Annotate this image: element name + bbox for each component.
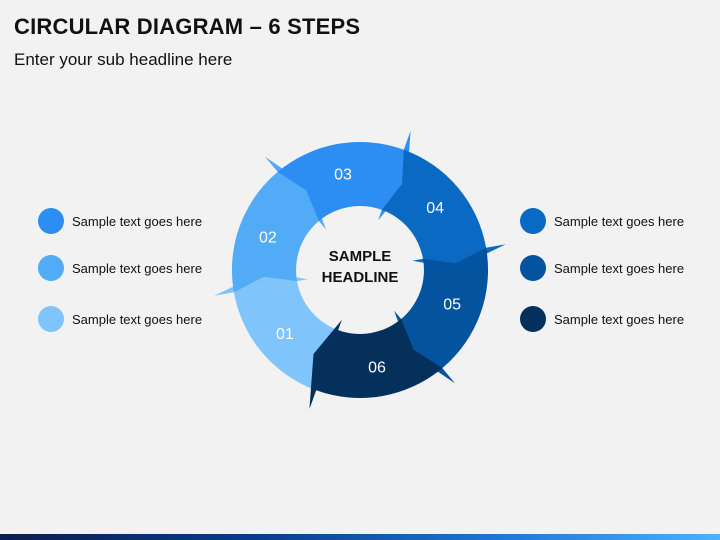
step-arrow-04 <box>381 149 506 269</box>
footer-gradient-bar <box>0 534 720 540</box>
step-number-02: 02 <box>259 230 277 247</box>
step-arrow-02 <box>231 156 326 293</box>
center-headline-line1: SAMPLE <box>329 248 392 265</box>
legend-text: Sample text goes here <box>554 213 685 229</box>
step-arrow-03 <box>277 130 411 221</box>
step-arrow-01 <box>214 271 339 391</box>
legend-left-item-2: Sample text goes here <box>38 255 238 281</box>
legend-bullet-icon <box>520 208 546 234</box>
legend-text: Sample text goes here <box>72 311 203 327</box>
legend-text: Sample text goes here <box>72 260 203 276</box>
step-number-06: 06 <box>368 360 386 377</box>
legend-left-item-1: Sample text goes here <box>38 208 238 234</box>
step-arrow-05 <box>394 247 489 384</box>
step-number-01: 01 <box>276 326 294 343</box>
step-number-04: 04 <box>426 200 444 217</box>
legend-bullet-icon <box>38 208 64 234</box>
legend-left-item-3: Sample text goes here <box>38 306 238 332</box>
step-number-03: 03 <box>334 167 352 184</box>
legend-bullet-icon <box>38 306 64 332</box>
legend-right-item-2: Sample text goes here <box>520 255 720 281</box>
legend-right-item-1: Sample text goes here <box>520 208 720 234</box>
step-number-05: 05 <box>443 297 461 314</box>
page-subtitle: Enter your sub headline here <box>14 50 233 69</box>
legend-right-item-3: Sample text goes here <box>520 306 720 332</box>
legend-bullet-icon <box>520 255 546 281</box>
legend-text: Sample text goes here <box>554 260 685 276</box>
legend-bullet-icon <box>38 255 64 281</box>
step-arrow-06 <box>309 319 443 410</box>
legend-text: Sample text goes here <box>554 311 685 327</box>
page-title: CIRCULAR DIAGRAM – 6 STEPS <box>14 14 361 39</box>
legend-bullet-icon <box>520 306 546 332</box>
legend-text: Sample text goes here <box>72 213 203 229</box>
center-headline-line2: HEADLINE <box>322 269 399 286</box>
